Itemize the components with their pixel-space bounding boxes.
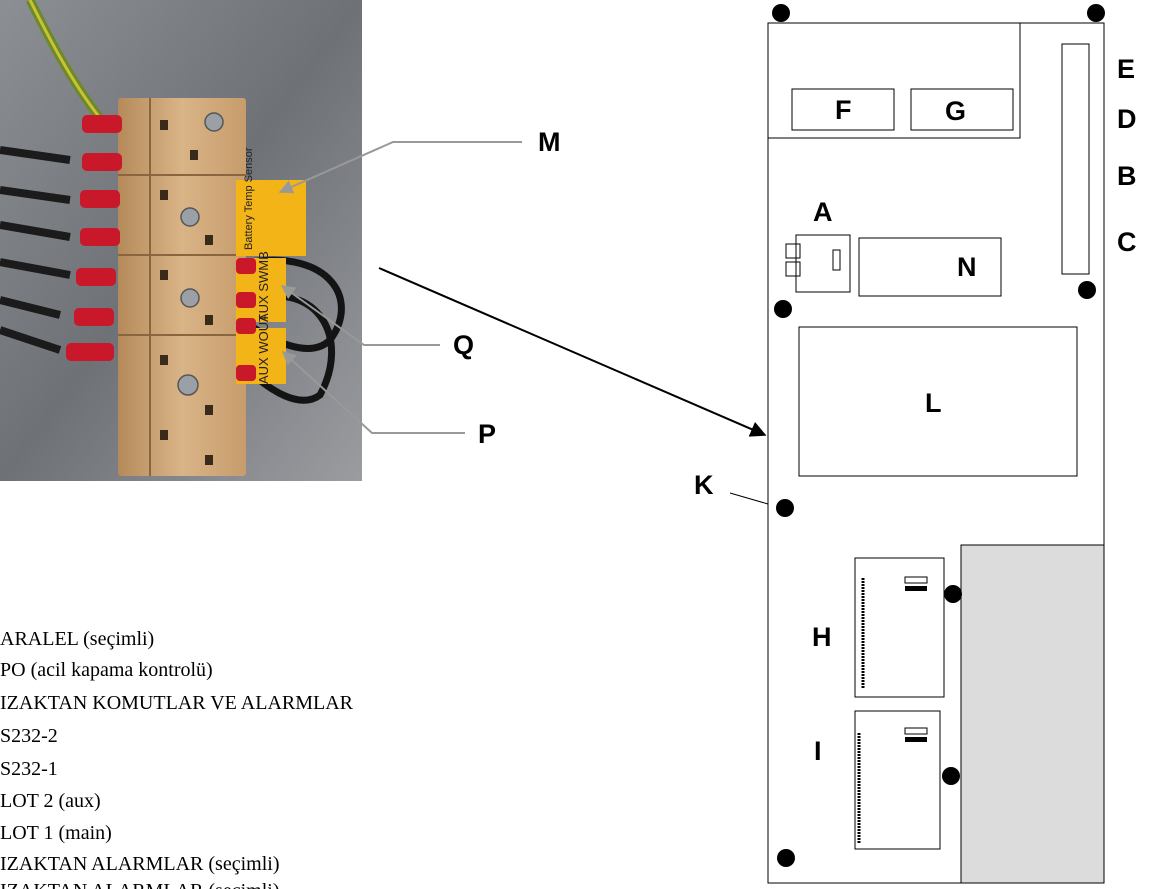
callout-e: E	[1117, 54, 1136, 84]
grey-panel	[960, 544, 1105, 884]
box-n	[858, 237, 1002, 297]
slot-f	[791, 88, 895, 131]
legend-item: LOT 1 (main)	[0, 822, 112, 844]
callout-b: B	[1117, 161, 1137, 191]
terminal-block-photo: Battery Temp Sensor AUX SWMB AUX WOUT	[0, 0, 362, 481]
callout-f: F	[835, 95, 852, 125]
sticker-battery-temp-sensor: Battery Temp Sensor	[243, 147, 255, 250]
callout-a: A	[813, 197, 833, 227]
callout-k: K	[694, 470, 714, 500]
slot-g	[910, 88, 1014, 131]
legend-item: IZAKTAN ALARMLAR (seçimli)	[0, 881, 279, 889]
leader-m	[278, 141, 522, 194]
legend-item: S232-2	[0, 725, 58, 747]
pointer-arrow	[378, 267, 767, 437]
leader-p	[281, 351, 465, 434]
connector-strip	[1061, 43, 1090, 275]
callout-l: L	[925, 388, 942, 418]
box-l	[798, 326, 1078, 477]
sticker-aux-swmb: AUX SWMB	[256, 251, 271, 322]
legend-item: IZAKTAN ALARMLAR (seçimli)	[0, 853, 280, 875]
connector-a	[795, 234, 851, 293]
callout-q: Q	[453, 330, 475, 360]
legend-item: ARALEL (seçimli)	[0, 628, 155, 650]
callout-h: H	[812, 622, 832, 652]
callout-i: I	[814, 736, 822, 766]
legend-item: LOT 2 (aux)	[0, 790, 101, 812]
legend-item: IZAKTAN KOMUTLAR VE ALARMLAR	[0, 692, 354, 714]
callout-m: M	[538, 127, 561, 157]
callout-g: G	[945, 96, 967, 126]
mounting-holes	[772, 4, 1105, 867]
legend-item: S232-1	[0, 758, 58, 780]
sticker-aux-wout: AUX WOUT	[256, 314, 271, 384]
callout-d: D	[1117, 104, 1137, 134]
leader-k	[729, 492, 769, 505]
callout-n: N	[957, 252, 977, 282]
card-h	[854, 557, 945, 698]
legend-item: PO (acil kapama kontrolü)	[0, 659, 213, 681]
callout-p: P	[478, 419, 497, 449]
leader-q	[280, 285, 440, 346]
fg-section	[767, 22, 1021, 139]
callout-c: C	[1117, 227, 1137, 257]
